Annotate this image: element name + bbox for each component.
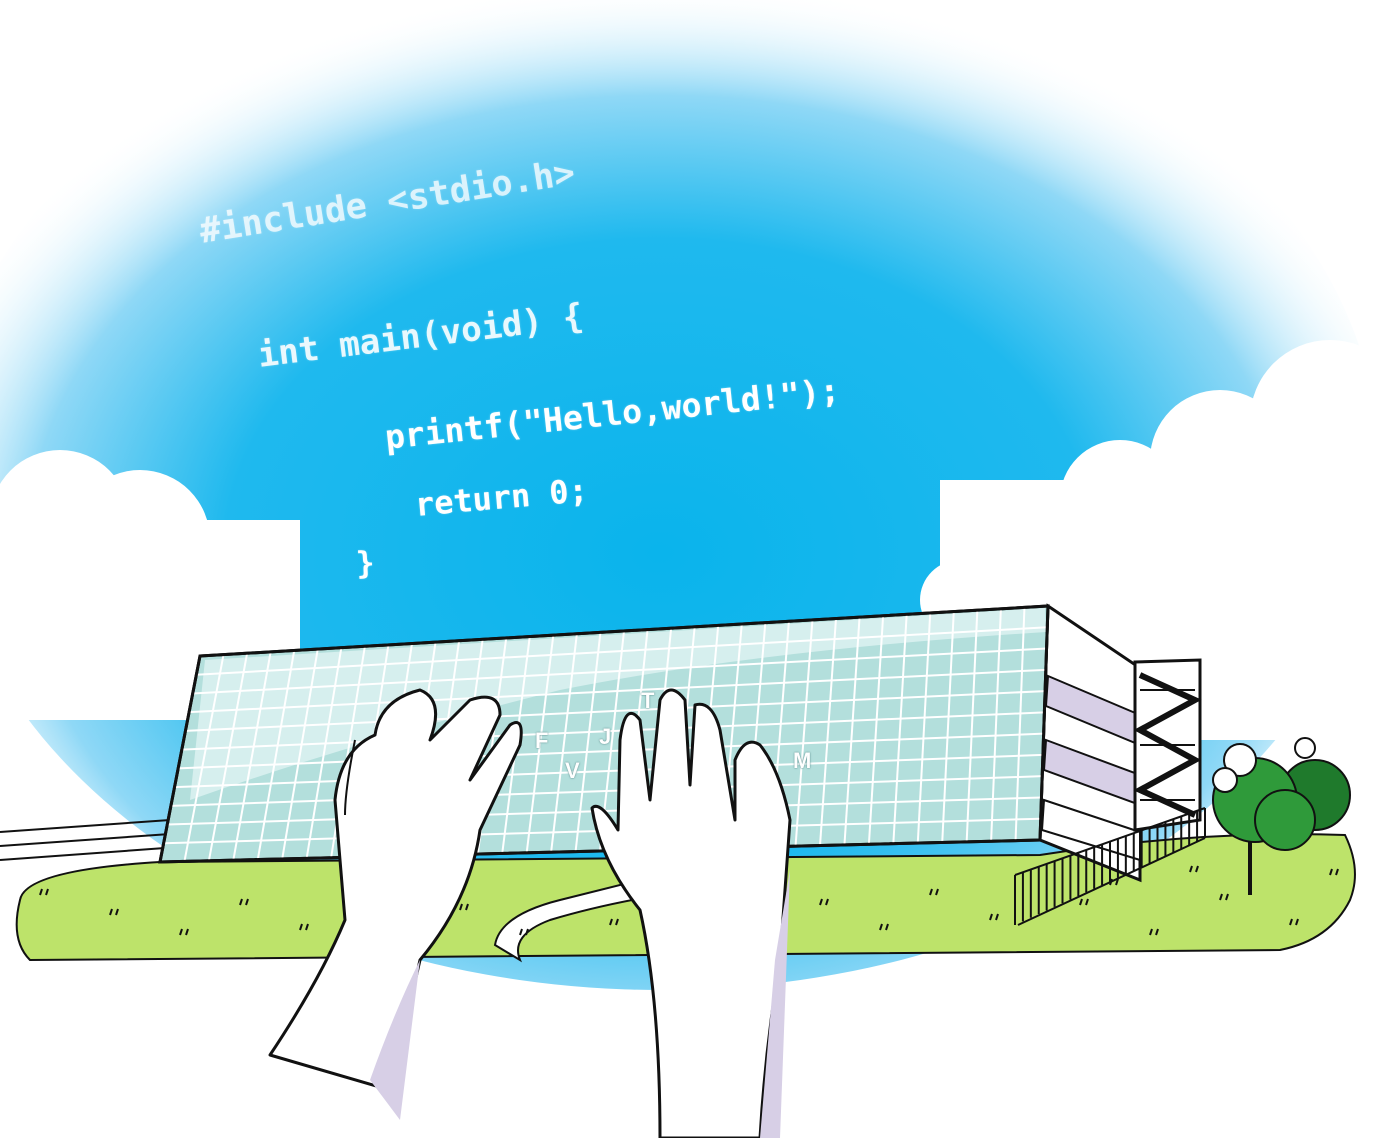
grass-tuft xyxy=(929,888,939,896)
facade-grid-row xyxy=(185,690,1046,732)
grass-tuft xyxy=(1079,898,1089,906)
facade-grid-column xyxy=(183,654,225,862)
facade-grid-column xyxy=(892,614,908,844)
key-letter-t: T xyxy=(641,688,655,713)
building-side xyxy=(1038,603,1202,883)
grass-tuft xyxy=(519,928,529,936)
code-line-close-brace: } xyxy=(355,545,376,582)
facade-grid-column xyxy=(794,619,814,847)
tree-right xyxy=(1212,737,1351,895)
facade-grid-column xyxy=(819,618,837,846)
facade-grid-row xyxy=(170,775,1043,807)
grass-tuft xyxy=(819,898,829,906)
facade-grid-column xyxy=(916,612,932,844)
grass-tufts xyxy=(39,865,1339,936)
grass-tuft xyxy=(1189,865,1199,873)
facade-grid-column xyxy=(941,611,955,843)
facade-grid-column xyxy=(305,647,343,859)
facade-grid-row xyxy=(181,711,1045,751)
key-letter-v: V xyxy=(565,758,580,783)
grass-tuft xyxy=(989,913,999,921)
facade-grid-column xyxy=(232,651,272,861)
grass-tuft xyxy=(1109,878,1119,886)
facade-grid-column xyxy=(256,650,296,860)
key-letter-m: M xyxy=(793,748,812,773)
facade-grid-column xyxy=(281,648,319,860)
facade-grid-row xyxy=(174,753,1043,789)
fence-left xyxy=(0,819,171,861)
facade-grid-row xyxy=(192,647,1047,695)
grass-tuft xyxy=(1289,918,1299,926)
grass-tuft xyxy=(1329,868,1339,876)
facade-grid-column xyxy=(207,653,249,861)
grass-tuft xyxy=(1149,928,1159,936)
facade-grid-column xyxy=(965,610,979,842)
grass-tuft xyxy=(179,928,189,936)
grass-tuft xyxy=(1219,893,1229,901)
facade-grid-row xyxy=(189,668,1046,714)
grass-tuft xyxy=(239,898,249,906)
grass-tuft xyxy=(609,918,619,926)
facade-grid-column xyxy=(525,635,555,853)
grass-tuft xyxy=(39,888,49,896)
facade-grid-column xyxy=(574,632,602,852)
grass-tuft xyxy=(879,923,889,931)
grass-tuft xyxy=(109,908,119,916)
grass-tuft xyxy=(459,903,469,911)
facade-grid-row xyxy=(178,732,1044,770)
facade-grid-row xyxy=(196,626,1048,676)
facade-grid-column xyxy=(550,633,578,853)
key-letter-j: J xyxy=(599,724,612,749)
facade-reflection xyxy=(190,608,1046,800)
facade-grid-column xyxy=(843,617,861,845)
facade-grid-column xyxy=(990,608,1002,842)
grass-tuft xyxy=(299,923,309,931)
facade-grid-column xyxy=(867,615,885,845)
facade-grid-column xyxy=(1014,607,1026,841)
left-hand xyxy=(268,688,523,1120)
key-letter-f: F xyxy=(535,728,549,753)
right-hand xyxy=(590,688,792,1138)
